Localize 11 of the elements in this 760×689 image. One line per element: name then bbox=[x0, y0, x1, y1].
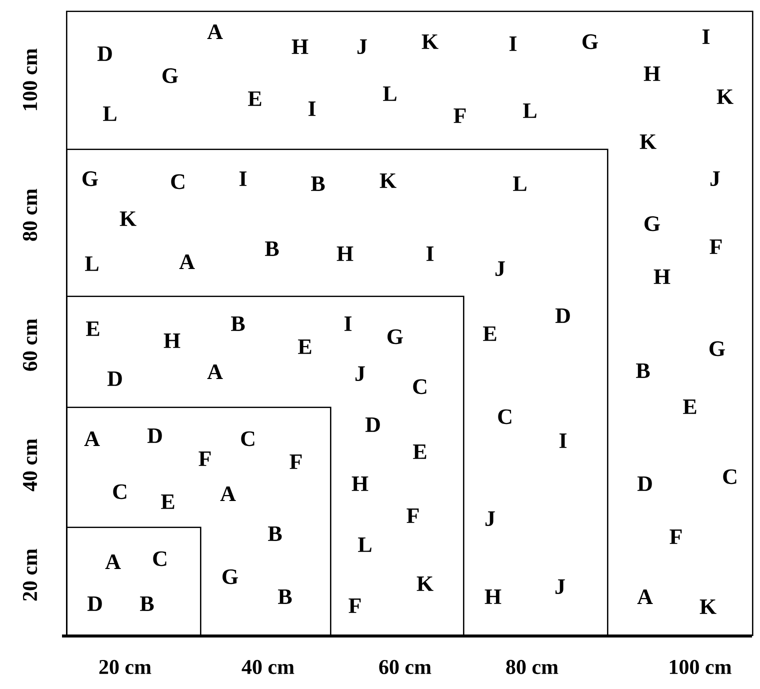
axis-label: 20 cm bbox=[22, 548, 38, 601]
axis-label: 80 cm bbox=[506, 660, 558, 674]
axis-label: 80 cm bbox=[22, 188, 38, 241]
axis-label: 60 cm bbox=[379, 660, 432, 674]
axis-label: 40 cm bbox=[22, 438, 38, 492]
axis-label: 100 cm bbox=[22, 48, 38, 110]
quadrat-box: A C D B bbox=[66, 526, 202, 636]
axis-label: 100 cm bbox=[670, 660, 732, 674]
axis-label: 40 cm bbox=[242, 660, 294, 674]
axis-label: 20 cm bbox=[99, 660, 152, 674]
axis-label: 60 cm bbox=[22, 318, 38, 371]
